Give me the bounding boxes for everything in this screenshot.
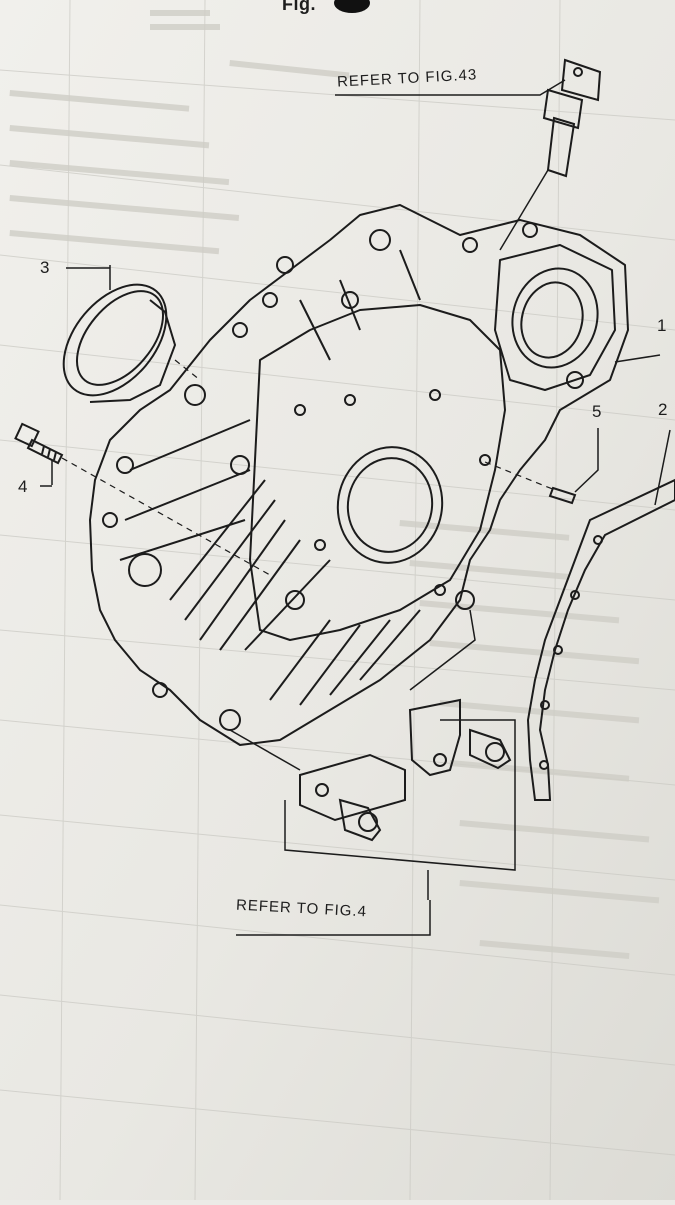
callout-5: 5 [592, 402, 602, 421]
dashed-centerlines [61, 359, 556, 576]
bracket-parts [299, 698, 512, 842]
callout-2: 2 [658, 400, 668, 419]
switch-sensor-part [542, 58, 602, 178]
callout-1: 1 [657, 316, 667, 335]
bolt-part [14, 422, 64, 465]
figure-header-label: Fig. [282, 0, 316, 14]
oil-seal-part [62, 283, 177, 403]
callout-4: 4 [18, 477, 28, 496]
bell-housing-part [89, 204, 629, 746]
header-blob [334, 0, 370, 13]
reference-leaders [40, 79, 671, 936]
dowel-pin-part [548, 486, 577, 505]
gasket-part [526, 478, 675, 801]
bleed-through-text [9, 10, 660, 960]
callout-3: 3 [40, 258, 50, 277]
